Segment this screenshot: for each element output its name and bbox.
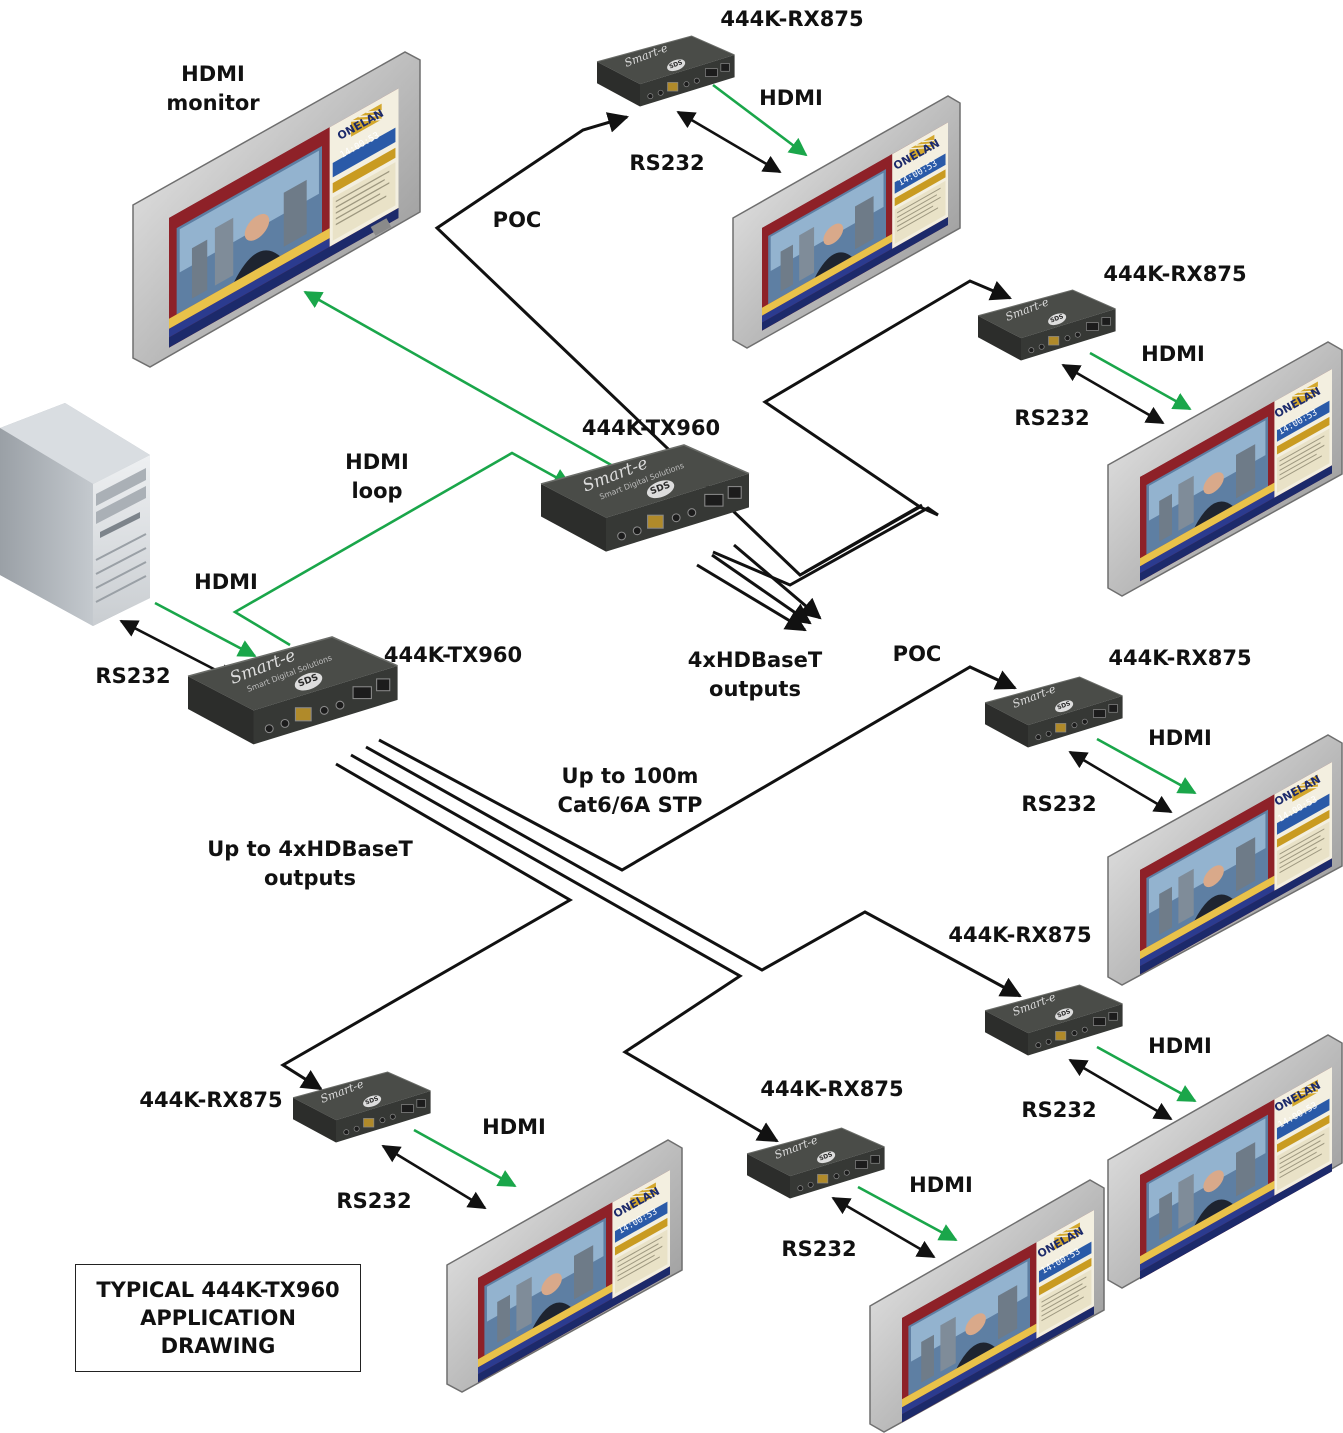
- rx5-rs232-link: [831, 1196, 936, 1259]
- loop-transmitter: Smart-e Smart Digital Solutions SDS: [540, 444, 750, 553]
- label-cable-2: Cat6/6A STP: [558, 793, 703, 817]
- label-rx6-hdmi: HDMI: [482, 1115, 546, 1139]
- label-rx2-hdmi: HDMI: [1141, 342, 1205, 366]
- receiver-rx5: Smart-e SDS: [746, 1127, 886, 1200]
- drawing-title-line-2: APPLICATION: [140, 1306, 296, 1330]
- display-rx4: ONELAN 14:00:53: [1107, 1034, 1343, 1289]
- cable-main-rx6: [280, 762, 573, 1091]
- label-hdmi-loop-2: loop: [351, 479, 402, 503]
- cable-main-rx5: [350, 753, 779, 1143]
- tx-loop-output-2: [711, 553, 812, 625]
- cable-tx-loop-rx1: [434, 112, 939, 577]
- label-tx-outputs-2: outputs: [709, 677, 801, 701]
- labels: HDMI monitor 444K-RX875 HDMI RS232 POC 4…: [95, 7, 1251, 1261]
- tx-loop-output-3: [696, 563, 807, 632]
- label-rx1-rs232: RS232: [629, 151, 704, 175]
- label-rx1-hdmi: HDMI: [759, 86, 823, 110]
- label-rx3-rs232: RS232: [1021, 792, 1096, 816]
- label-rx4-hdmi: HDMI: [1148, 1034, 1212, 1058]
- display-rx1: ONELAN 14:00:53: [732, 95, 961, 349]
- receiver-rx2: Smart-e SDS: [977, 289, 1117, 362]
- label-rx5-model: 444K-RX875: [760, 1077, 903, 1101]
- label-rx1-model: 444K-RX875: [720, 7, 863, 31]
- hdbaset-cables: [280, 112, 1022, 1143]
- label-cable-1: Up to 100m: [562, 764, 699, 788]
- label-tx-loop-model: 444K-TX960: [582, 416, 720, 440]
- label-hdmi-loop-1: HDMI: [345, 450, 409, 474]
- svg-text:SDS: SDS: [1056, 700, 1071, 711]
- label-rx5-rs232: RS232: [781, 1237, 856, 1261]
- receiver-rx1: Smart-e SDS: [596, 35, 736, 108]
- label-hdmi-monitor-1: HDMI: [181, 62, 245, 86]
- label-rx4-model: 444K-RX875: [948, 923, 1091, 947]
- label-rx2-model: 444K-RX875: [1103, 262, 1246, 286]
- cable-main-rx3: [378, 665, 1017, 872]
- svg-text:SDS: SDS: [364, 1095, 379, 1106]
- label-poc-top: POC: [493, 208, 542, 232]
- label-rx3-hdmi: HDMI: [1148, 726, 1212, 750]
- label-tx-outputs-1: 4xHDBaseT: [688, 648, 823, 672]
- label-poc-mid: POC: [893, 642, 942, 666]
- tx-loop-output-1: [733, 543, 822, 620]
- label-main-outputs-2: outputs: [264, 866, 356, 890]
- display-rx5: ONELAN 14:00:53: [869, 1179, 1105, 1433]
- display-rx2: ONELAN 14:00:53: [1107, 341, 1343, 597]
- label-hdmi-monitor-2: monitor: [166, 91, 260, 115]
- svg-text:SDS: SDS: [818, 1151, 833, 1162]
- hdmi-monitor-cable: [303, 290, 614, 468]
- pc-hdmi-cable: [154, 601, 257, 658]
- rx1-rs232-link: [676, 110, 782, 174]
- svg-text:SDS: SDS: [1049, 313, 1064, 324]
- drawing-title-line-3: DRAWING: [160, 1334, 276, 1358]
- svg-text:SDS: SDS: [668, 59, 683, 70]
- rx6-rs232-link: [381, 1144, 487, 1210]
- hdmi-monitor-display: ONELAN 14:00:53: [132, 51, 421, 368]
- receiver-rx4: Smart-e SDS: [984, 984, 1124, 1057]
- svg-text:SDS: SDS: [1056, 1008, 1071, 1019]
- receiver-rx3: Smart-e SDS: [984, 676, 1124, 749]
- label-pc-hdmi: HDMI: [194, 570, 258, 594]
- cable-main-rx4: [365, 745, 1022, 998]
- label-rx4-rs232: RS232: [1021, 1098, 1096, 1122]
- label-pc-rs232: RS232: [95, 664, 170, 688]
- label-rx6-rs232: RS232: [336, 1189, 411, 1213]
- label-rx5-hdmi: HDMI: [909, 1173, 973, 1197]
- cable-tx-loop-rx2: [712, 506, 939, 587]
- label-rx6-model: 444K-RX875: [139, 1088, 282, 1112]
- main-transmitter: Smart-e Smart Digital Solutions SDS: [187, 636, 399, 746]
- label-rx3-model: 444K-RX875: [1108, 646, 1251, 670]
- rx3-rs232-link: [1068, 750, 1173, 814]
- label-rx2-rs232: RS232: [1014, 406, 1089, 430]
- drawing-title-box: TYPICAL 444K-TX960 APPLICATION DRAWING: [75, 1264, 361, 1372]
- display-rx6: ONELAN 14:00:53: [446, 1139, 683, 1393]
- label-tx-main-model: 444K-TX960: [384, 643, 522, 667]
- display-rx3: ONELAN 14:00:53: [1107, 734, 1343, 986]
- drawing-title-line-1: TYPICAL 444K-TX960: [96, 1278, 340, 1302]
- cable-rx2-feed: [762, 279, 1012, 509]
- hdmi-loop-cable: [232, 451, 572, 647]
- rx4-rs232-link: [1068, 1058, 1173, 1121]
- pc-tower: [0, 403, 150, 626]
- label-main-outputs-1: Up to 4xHDBaseT: [207, 837, 413, 861]
- rx2-rs232-link: [1061, 363, 1165, 425]
